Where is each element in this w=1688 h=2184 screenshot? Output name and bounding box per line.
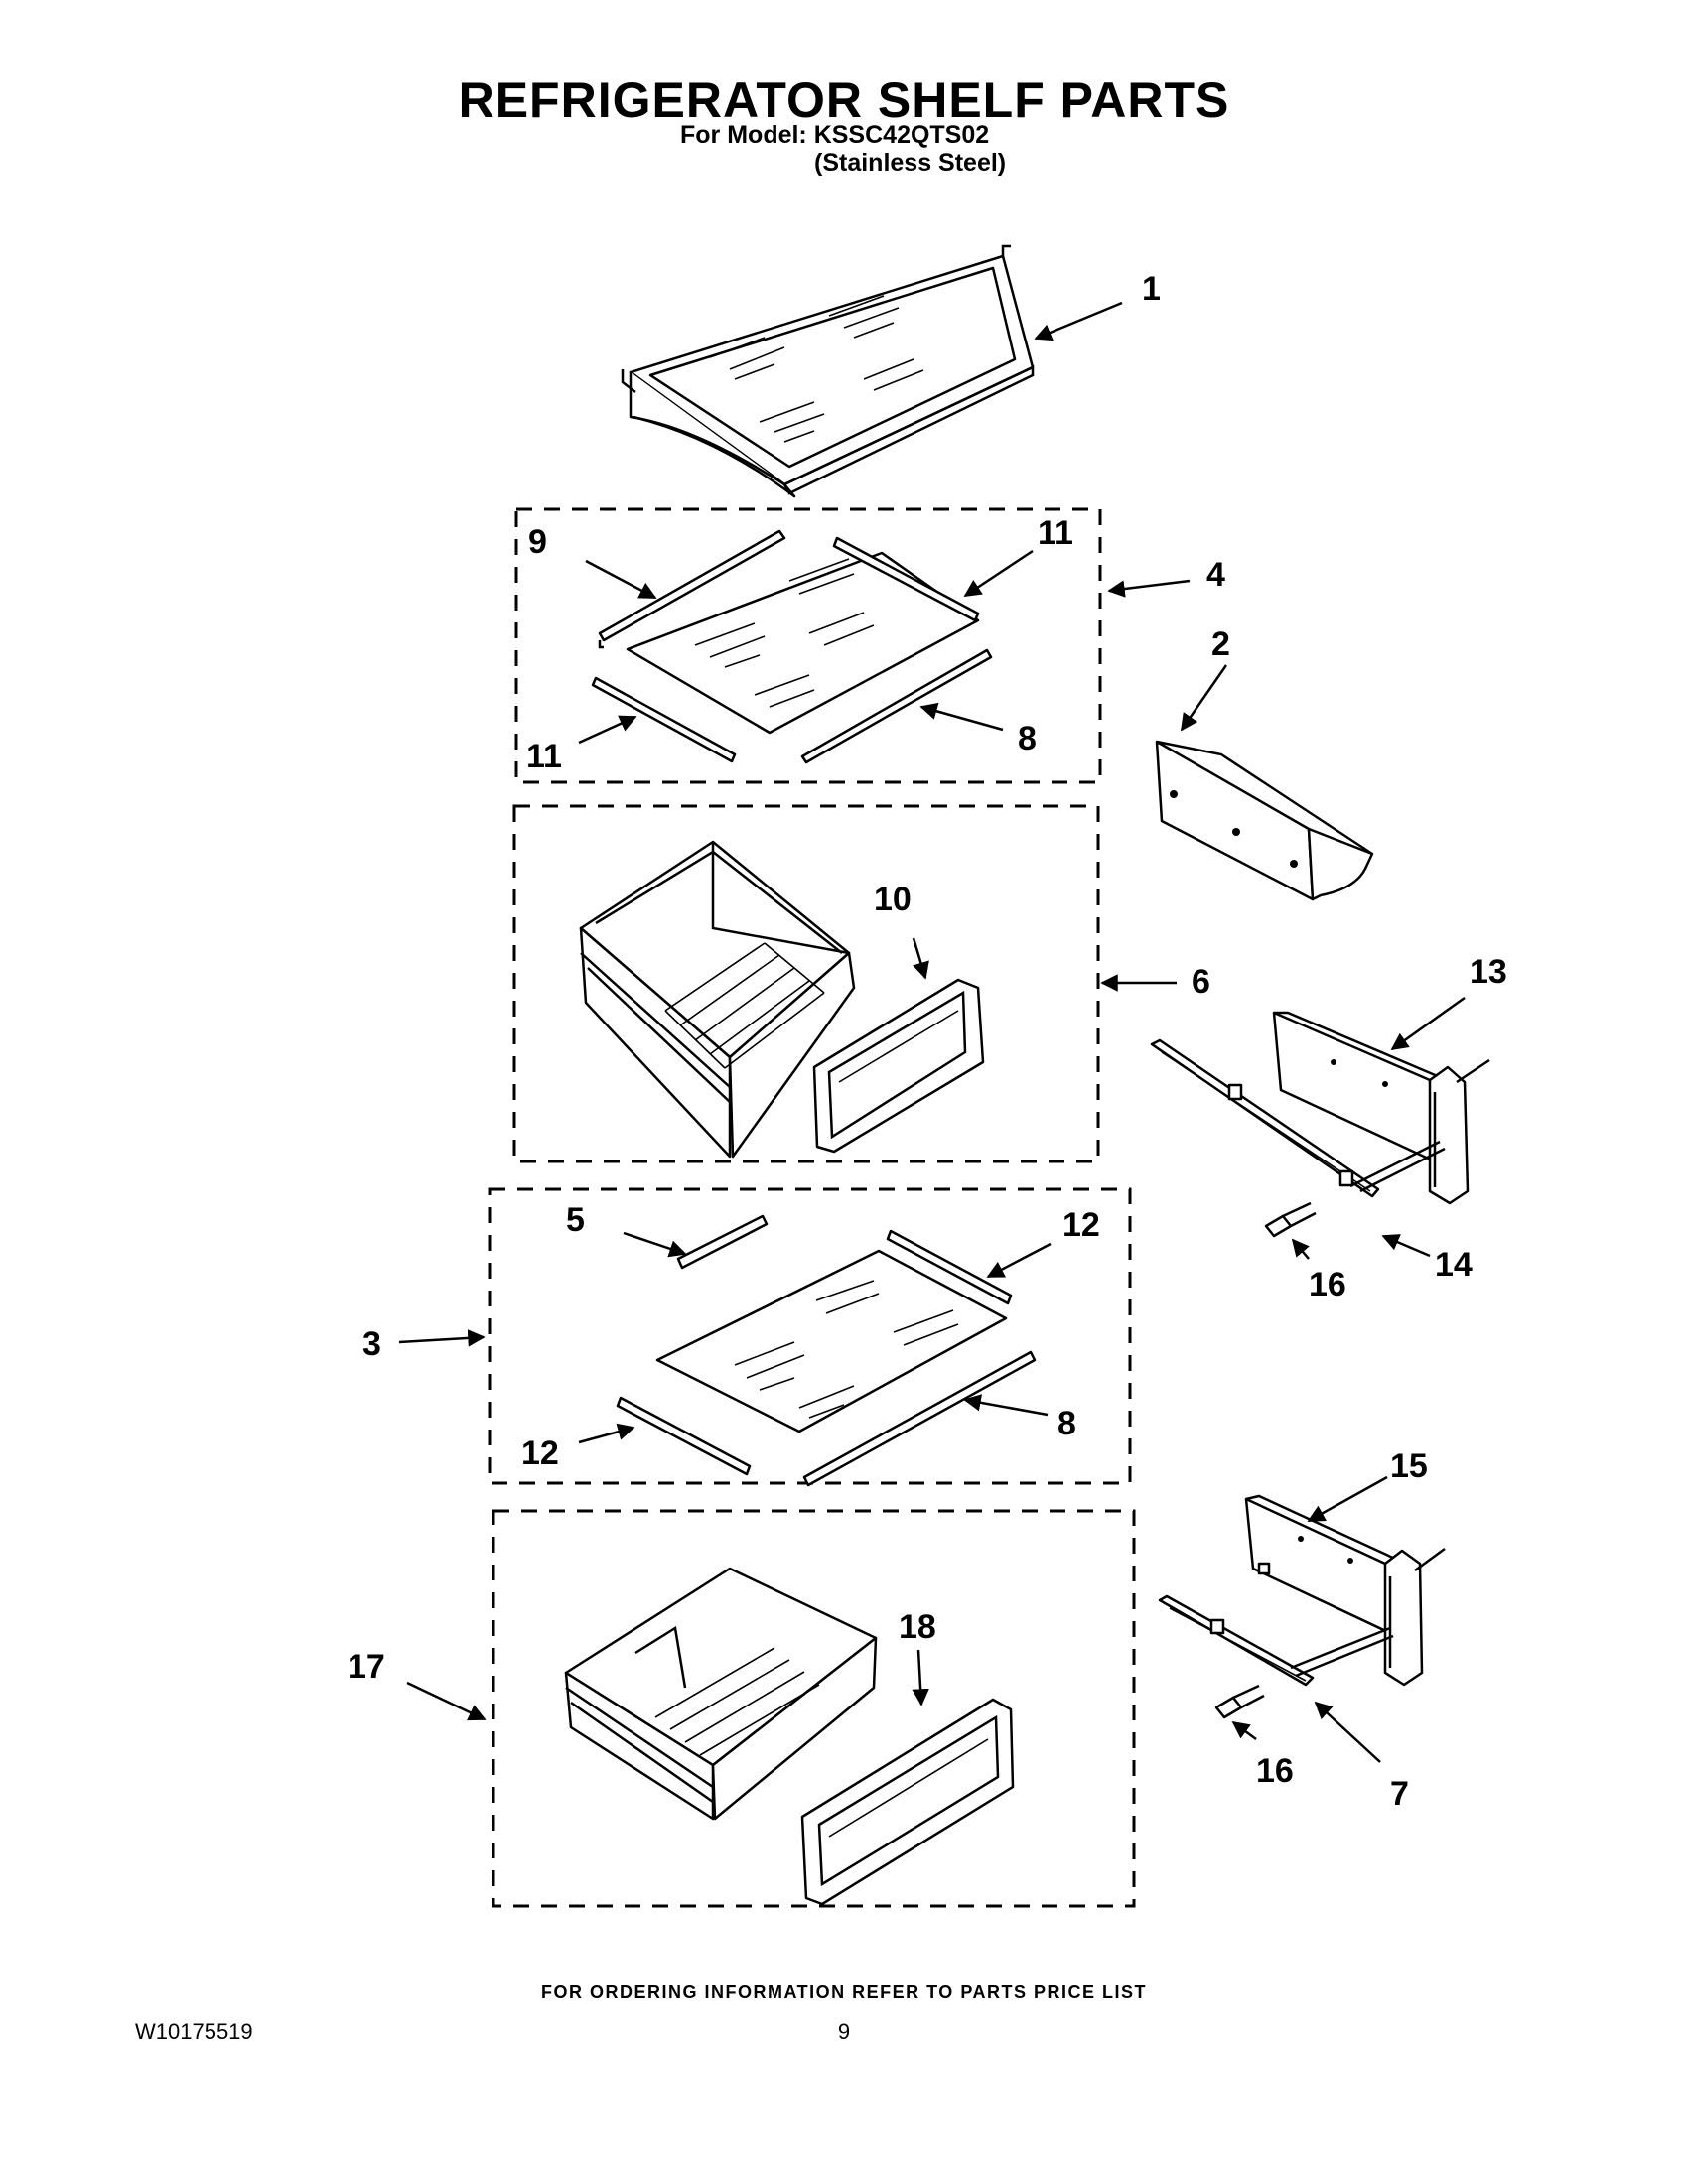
- shelf-glass-part-4: [626, 551, 980, 735]
- drawer-front-part-10: [812, 978, 985, 1154]
- callout-5: 5: [566, 1201, 585, 1239]
- trim-part-5: [676, 1214, 769, 1270]
- callout-12-lower: 12: [521, 1434, 559, 1472]
- meat-drawer-part-17: [564, 1567, 878, 1821]
- trim-part-8-b: [802, 1350, 1037, 1487]
- callout-9: 9: [528, 523, 547, 561]
- crisper-drawer-part-6: [579, 840, 856, 1159]
- document-number: W10175519: [135, 2019, 253, 2044]
- callout-1: 1: [1142, 270, 1161, 308]
- page-title: REFRIGERATOR SHELF PARTS: [458, 72, 1230, 128]
- shelf-assembly-part-1: [621, 244, 1035, 498]
- group-box-drawer-17: [492, 1509, 1136, 1908]
- callout-10: 10: [874, 881, 912, 918]
- callout-13: 13: [1470, 953, 1507, 991]
- cover-support-part-2: [1155, 740, 1374, 901]
- page-number: 9: [837, 2019, 851, 2044]
- slide-rail-part-14: [1150, 1038, 1446, 1198]
- trim-part-12-left: [616, 1396, 752, 1476]
- callout-3: 3: [362, 1325, 381, 1363]
- drawer-front-part-18: [800, 1698, 1015, 1906]
- trim-part-11-left: [591, 676, 737, 763]
- trim-part-11-right: [832, 536, 980, 622]
- callout-7: 7: [1390, 1775, 1409, 1813]
- group-box-shelf-4: [514, 507, 1102, 784]
- callout-4: 4: [1206, 556, 1225, 594]
- screw-part-16-a: [1264, 1201, 1317, 1238]
- callout-16-lower: 16: [1256, 1752, 1294, 1790]
- callout-2: 2: [1211, 625, 1230, 663]
- callout-8-upper: 8: [1018, 720, 1037, 757]
- ordering-note: FOR ORDERING INFORMATION REFER TO PARTS …: [540, 1982, 1147, 2002]
- callout-17: 17: [348, 1648, 385, 1686]
- callout-8-lower: 8: [1057, 1405, 1076, 1442]
- trim-part-8-a: [800, 648, 993, 764]
- shelf-glass-part-3: [655, 1249, 1008, 1433]
- slide-rail-part-7: [1158, 1594, 1394, 1687]
- drawer-cover-part-15: [1244, 1494, 1424, 1687]
- model-line: For Model: KSSC42QTS02: [680, 121, 990, 149]
- callout-15: 15: [1390, 1447, 1428, 1485]
- callout-6: 6: [1192, 963, 1210, 1001]
- trim-part-9: [598, 529, 786, 649]
- callout-11-upper: 11: [1038, 514, 1073, 552]
- callout-18: 18: [899, 1608, 936, 1646]
- callout-14: 14: [1435, 1246, 1473, 1284]
- trim-part-12-right: [886, 1229, 1013, 1305]
- drawer-cover-part-13: [1272, 1011, 1470, 1205]
- callout-11-lower: 11: [526, 738, 562, 775]
- callout-16-upper: 16: [1309, 1266, 1346, 1303]
- group-box-drawer-6: [512, 804, 1100, 1163]
- callout-12-upper: 12: [1062, 1206, 1100, 1244]
- finish-line: (Stainless Steel): [814, 149, 1007, 177]
- screw-part-16-b: [1214, 1684, 1265, 1719]
